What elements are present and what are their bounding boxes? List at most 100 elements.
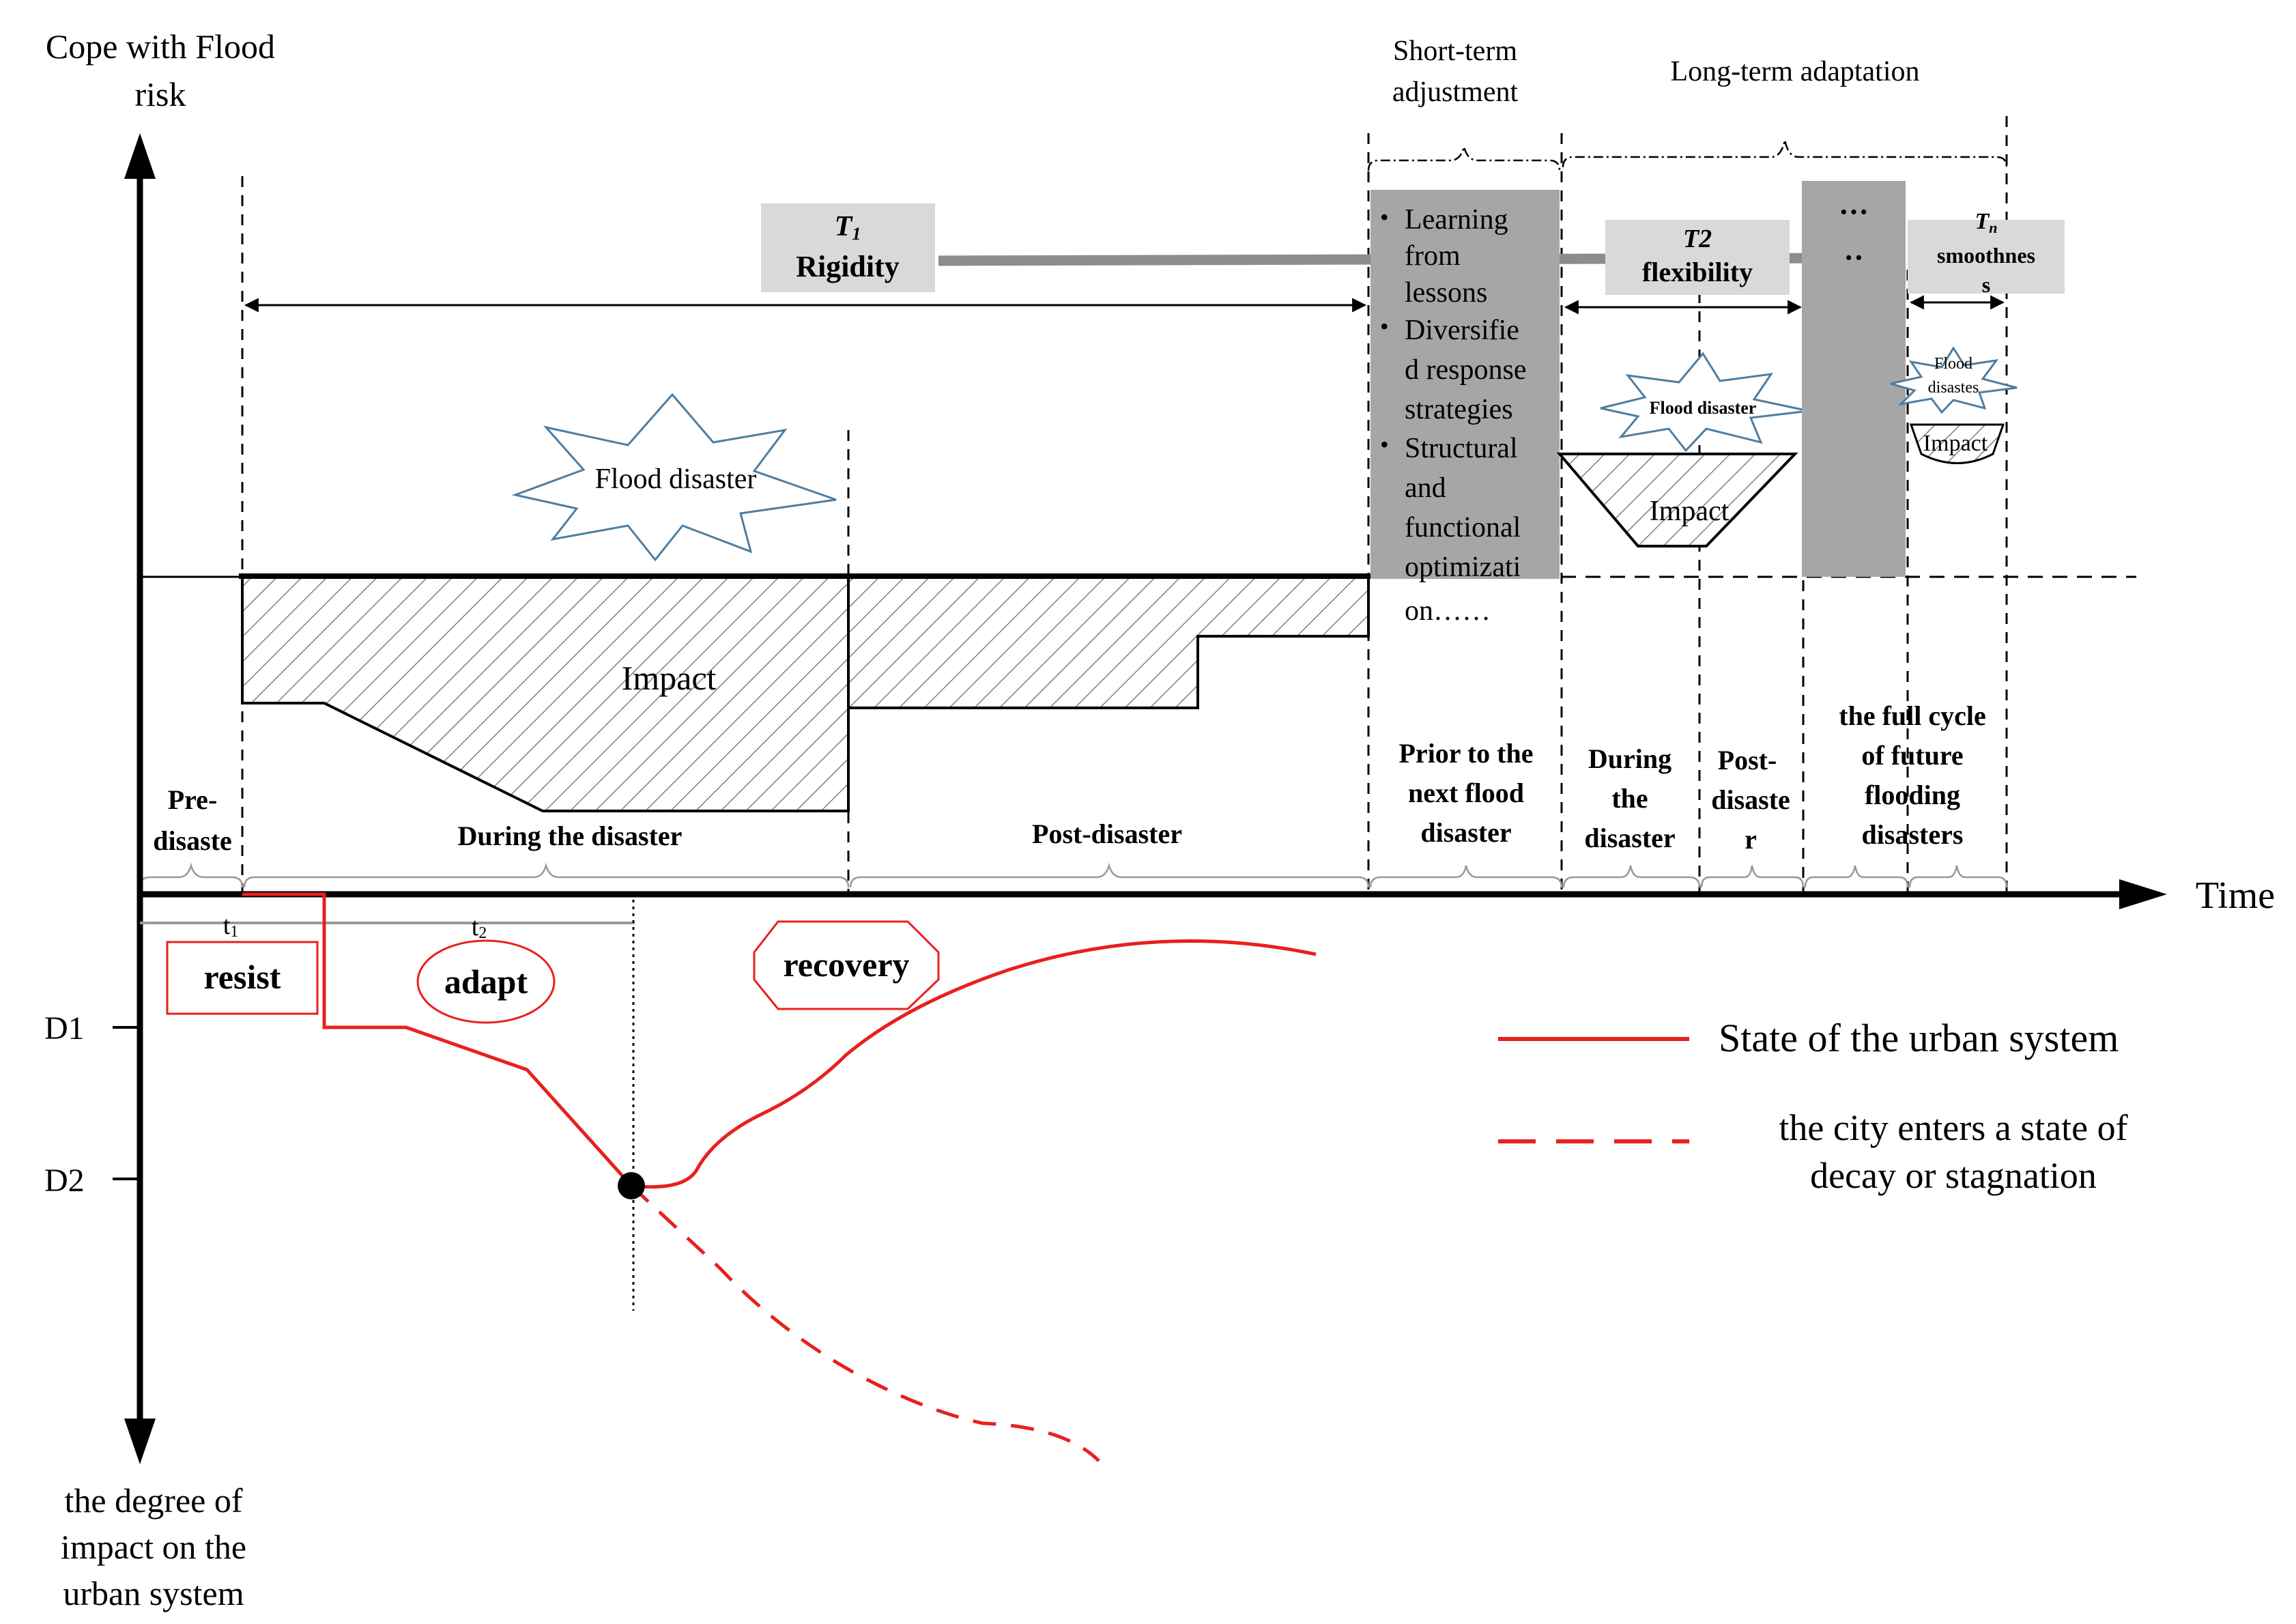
phase-post2-2: disaste — [1711, 784, 1790, 815]
recovery-octagon — [753, 920, 940, 1010]
learning-bullet-3: • — [1380, 431, 1389, 458]
phase-full-4: disasters — [1862, 819, 1964, 850]
y-axis-arrow-down — [124, 1419, 156, 1464]
stage-t2-label: flexibility — [1642, 257, 1753, 287]
phase-labels: Pre- disaste During the disaster Post-di… — [153, 700, 1986, 856]
legend-solid-label: State of the urban system — [1719, 1016, 2119, 1060]
header-short-term-1: Short-term — [1393, 35, 1517, 67]
brace-long-term — [1562, 139, 2008, 168]
brace-short-term — [1367, 146, 1561, 171]
brace-prior — [1369, 865, 1563, 888]
brace-during — [243, 862, 850, 888]
stage-dots-2: ·· — [1843, 241, 1863, 274]
t2-point-label: t2 — [472, 913, 487, 942]
brace-post2 — [1700, 865, 1805, 888]
header-long-term: Long-term adaptation — [1670, 56, 1919, 87]
state-line-solid — [242, 892, 1317, 1189]
phase-during2-3: disaster — [1584, 823, 1675, 853]
stage-t2-title: T2 — [1683, 225, 1712, 253]
brace-full-1 — [1804, 865, 1909, 888]
phase-pre-1: Pre- — [168, 784, 218, 815]
x-axis-arrow — [2119, 879, 2167, 909]
flood-disaster-star-second — [1600, 352, 1809, 453]
learning-item-1-line-2: from — [1405, 240, 1461, 272]
phase-post2-1: Post- — [1718, 745, 1777, 775]
resist-label: resist — [204, 958, 281, 996]
learning-item-3-line-3: functional — [1405, 512, 1521, 543]
d1-label: D1 — [44, 1010, 85, 1046]
phase-prior-1: Prior to the — [1399, 738, 1534, 769]
y-axis-top-label-1: Cope with Flood — [46, 27, 275, 66]
impact-label-second: Impact — [1650, 496, 1730, 527]
impact-area-during — [241, 575, 850, 812]
learning-item-1-line-1: Learning — [1405, 204, 1508, 236]
impact-label-main: Impact — [622, 659, 717, 697]
learning-item-2-line-1: Diversifie — [1405, 315, 1519, 346]
learning-box — [1371, 190, 1560, 579]
stage-tn-title: Tn — [1975, 209, 1997, 236]
flood-disaster-label-main: Flood disaster — [595, 464, 757, 495]
y-axis-arrow-up — [124, 133, 156, 179]
legend-dashed-label-2: decay or stagnation — [1810, 1155, 2097, 1196]
phase-prior-3: disaster — [1420, 817, 1511, 848]
y-axis-bottom-label-1: the degree of — [65, 1481, 243, 1520]
learning-bullet-1: • — [1380, 203, 1389, 231]
flood-disaster-label-second: Flood disaster — [1650, 398, 1757, 418]
t1-point-label: t1 — [223, 911, 239, 941]
resist-box — [166, 941, 319, 1015]
impact-area-post — [847, 575, 1370, 709]
brace-pre — [139, 862, 244, 888]
phase-prior-2: next flood — [1408, 778, 1524, 808]
phase-post2-3: r — [1745, 824, 1757, 855]
stage-t1-label: Rigidity — [796, 250, 900, 283]
d2-label: D2 — [44, 1163, 85, 1199]
adapt-label: adapt — [444, 963, 528, 1001]
phase-full-3: flooding — [1865, 780, 1960, 810]
y-axis-bottom-label-2: impact on the — [61, 1528, 246, 1566]
stage-tn-label-1: smoothnes — [1937, 243, 2035, 268]
y-axis-bottom-label-3: urban system — [63, 1574, 244, 1612]
stage-dots-1: ··· — [1839, 195, 1869, 229]
phase-full-1: the full cycle — [1839, 700, 1986, 731]
stage-box-t1 — [761, 203, 935, 292]
impact-area-third — [1909, 423, 2005, 464]
stage-t1-title: T1 — [835, 211, 861, 244]
phase-during2-1: During — [1588, 743, 1671, 774]
learning-item-3-line-1: Structural — [1405, 433, 1518, 464]
phase-during: During the disaster — [458, 821, 683, 851]
x-axis-label: Time — [2196, 874, 2275, 917]
flood-disaster-star-third — [1890, 346, 2018, 414]
phase-during2-2: the — [1611, 783, 1648, 814]
flood-disaster-label-third-2: disastes — [1928, 379, 1979, 397]
header-short-term-2: adjustment — [1392, 76, 1519, 108]
stage-box-t2 — [1605, 220, 1790, 295]
state-line-dashed — [630, 1184, 1100, 1462]
phase-post: Post-disaster — [1032, 818, 1182, 849]
flood-disaster-star-main — [511, 393, 837, 562]
phase-pre-2: disaste — [153, 825, 232, 856]
brace-during2 — [1562, 865, 1701, 888]
critical-point — [618, 1172, 645, 1199]
learning-item-2-line-3: strategies — [1405, 394, 1513, 425]
stage-tn-label-2: s — [1982, 272, 1990, 297]
adapt-ellipse — [416, 939, 556, 1024]
y-axis-top-label-2: risk — [135, 75, 186, 113]
stage-box-tn — [1908, 220, 2065, 294]
learning-list: • Learning from lessons • Diversifie d r… — [1380, 203, 1526, 627]
recovery-label: recovery — [783, 945, 909, 984]
impact-label-third: Impact — [1923, 431, 1988, 456]
phase-full-2: of future — [1861, 740, 1963, 771]
flood-disaster-label-third-1: Flood — [1934, 355, 1972, 373]
legend-dashed-label-1: the city enters a state of — [1779, 1107, 2127, 1148]
stage-box-dots — [1802, 181, 1906, 577]
impact-area-second — [1556, 453, 1798, 547]
learning-item-1-line-3: lessons — [1405, 277, 1487, 309]
phase-braces — [139, 862, 2008, 888]
learning-item-3-line-5: on…… — [1405, 595, 1491, 627]
learning-item-2-line-2: d response — [1405, 354, 1526, 386]
learning-item-3-line-2: and — [1405, 472, 1446, 504]
brace-post — [849, 862, 1370, 888]
learning-item-3-line-4: optimizati — [1405, 552, 1521, 583]
brace-full-2 — [1908, 865, 2008, 888]
